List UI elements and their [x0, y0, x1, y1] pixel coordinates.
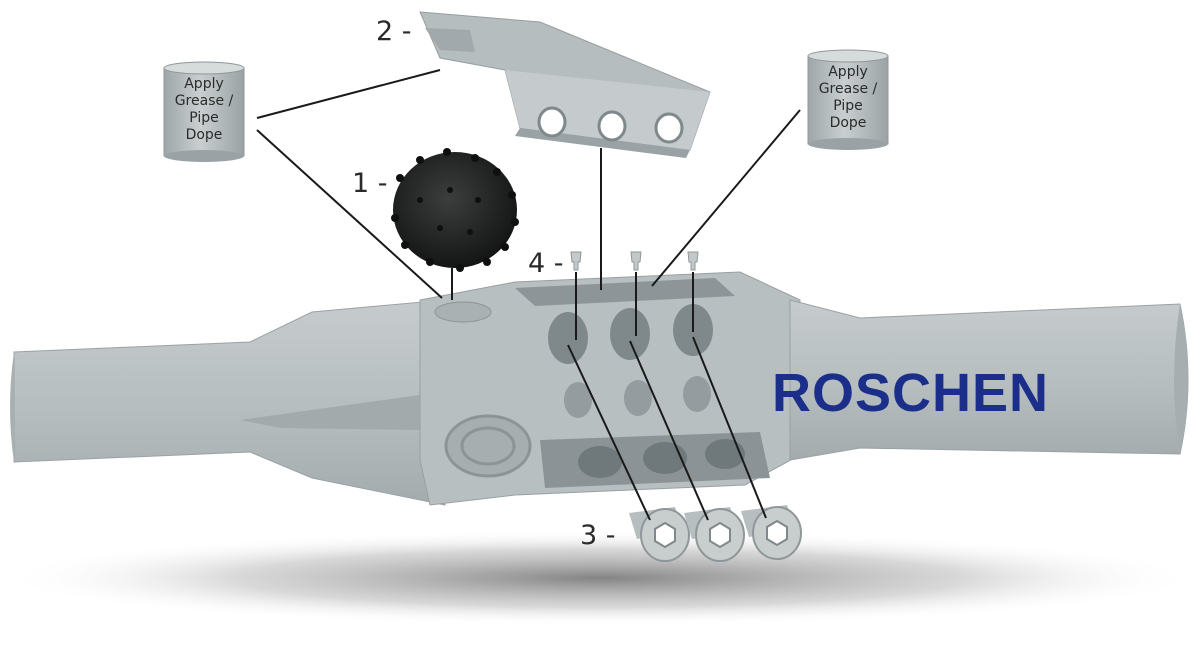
roller-insert [391, 148, 519, 272]
leader-lines [256, 69, 801, 521]
grease-label-right: Apply Grease / Pipe Dope [818, 64, 878, 131]
socket-bolts [629, 505, 802, 562]
grease-can-icon [163, 61, 245, 162]
floor-shadow [0, 530, 1200, 626]
cutter-bores [548, 304, 713, 418]
callout-3: 3 - [580, 520, 616, 551]
callout-4: 4 - [528, 248, 564, 279]
grease-label-left: Apply Grease / Pipe Dope [174, 76, 234, 143]
brand-logo-text: ROSCHEN [772, 363, 1050, 423]
cover-piece [419, 11, 711, 158]
grease-can-right: Apply Grease / Pipe Dope [806, 48, 890, 152]
tool-body [10, 271, 1189, 506]
callout-1: 1 - [352, 168, 388, 199]
callout-2: 2 - [376, 16, 412, 47]
set-screws [570, 251, 699, 271]
grease-can-left: Apply Grease / Pipe Dope [162, 60, 246, 164]
grease-can-icon [807, 49, 889, 150]
